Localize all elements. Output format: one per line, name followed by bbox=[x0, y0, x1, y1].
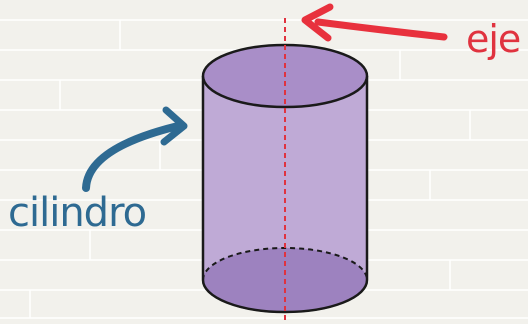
axis-arrow-head bbox=[301, 3, 334, 42]
axis-label: eje bbox=[466, 17, 520, 61]
cylinder-bottom-front-edge bbox=[201, 279, 369, 314]
axis-arrow-shaft bbox=[314, 18, 448, 41]
shape-arrow-head bbox=[160, 106, 188, 146]
cylinder-bottom-back-edge bbox=[202, 247, 368, 281]
shape-arrow-shaft bbox=[82, 122, 182, 192]
shape-label: cilindro bbox=[8, 190, 146, 236]
